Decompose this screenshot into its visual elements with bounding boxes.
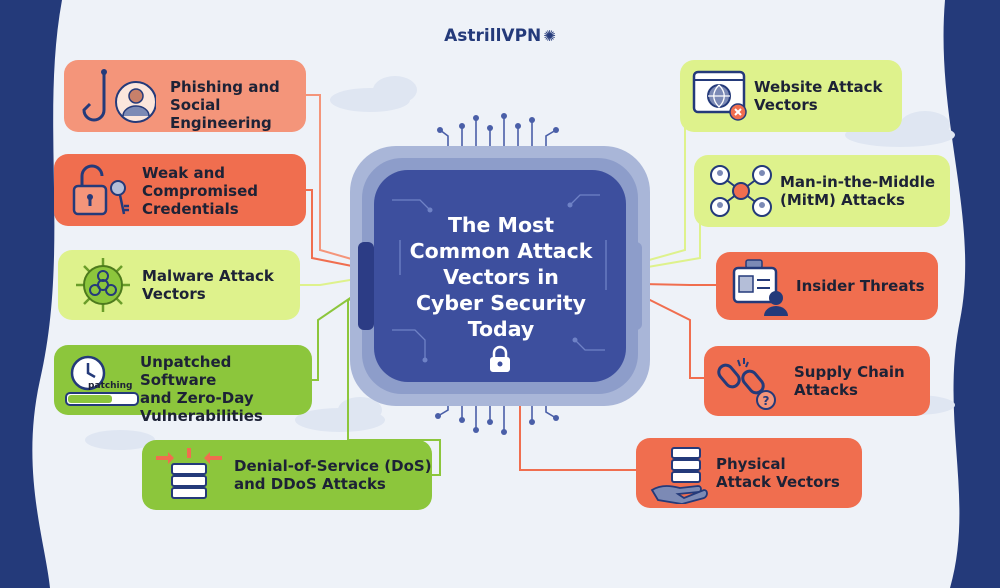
cpu-chip xyxy=(350,146,650,406)
id-badge-icon xyxy=(732,259,788,316)
label-line: Vulnerabilities xyxy=(140,407,263,425)
label-line: Supply Chain xyxy=(794,363,905,381)
label-line: Physical xyxy=(716,455,786,473)
label-line: Attack Vectors xyxy=(716,473,840,491)
right-navy-shape xyxy=(943,0,1000,588)
svg-text:?: ? xyxy=(763,394,770,408)
label-line: Credentials xyxy=(142,200,239,218)
label-line: Website Attack xyxy=(754,78,883,96)
patching-text: patching xyxy=(88,381,133,391)
fishhook-user-icon xyxy=(82,69,156,123)
server-traffic-icon xyxy=(156,448,222,499)
star-icon: ✺ xyxy=(543,27,556,45)
label-line: Weak and xyxy=(142,164,226,182)
card-dos: Denial-of-Service (DoS) and DDoS Attacks xyxy=(142,440,432,510)
broken-chain-icon: ? xyxy=(717,358,776,410)
brand-logo: AstrillVPN✺ xyxy=(420,26,580,46)
vector-label: Website Attack Vectors xyxy=(754,78,883,114)
patching-clock-icon xyxy=(65,355,139,406)
center-title-line: Cyber Security xyxy=(416,291,586,315)
vector-label: Supply Chain Attacks xyxy=(794,363,905,399)
label-line: Insider Threats xyxy=(796,277,925,295)
card-unpatched: patching Unpatched Software and Zero-Day… xyxy=(54,345,312,425)
brand-name: AstrillVPN xyxy=(444,26,542,46)
biohazard-virus-icon xyxy=(76,258,130,312)
center-title: The Most Common Attack Vectors in Cyber … xyxy=(395,212,607,342)
hand-server-icon xyxy=(650,447,708,504)
label-line: Vectors xyxy=(142,285,206,303)
vector-label: Malware Attack Vectors xyxy=(142,267,274,303)
label-line: Man-in-the-Middle xyxy=(780,173,936,191)
label-line: Malware Attack xyxy=(142,267,274,285)
label-line: Unpatched Software xyxy=(140,353,232,389)
vector-label: Physical Attack Vectors xyxy=(716,455,840,491)
label-line: Denial-of-Service (DoS) xyxy=(234,457,432,475)
center-title-line: Common Attack xyxy=(409,239,593,263)
network-users-icon xyxy=(710,165,772,217)
label-line: Attacks xyxy=(794,381,858,399)
card-phishing: Phishing and Social Engineering xyxy=(64,60,306,132)
label-line: Compromised xyxy=(142,182,258,200)
vector-label: Denial-of-Service (DoS) and DDoS Attacks xyxy=(234,457,432,493)
vector-label: Insider Threats xyxy=(796,277,925,295)
label-line: Social Engineering xyxy=(170,96,272,132)
card-malware: Malware Attack Vectors xyxy=(58,250,300,320)
card-mitm: Man-in-the-Middle (MitM) Attacks xyxy=(694,155,950,227)
vector-label: Weak and Compromised Credentials xyxy=(142,164,258,218)
open-padlock-keys-icon xyxy=(72,164,129,216)
center-title-line: The Most xyxy=(447,213,555,237)
center-title-line: Today xyxy=(467,317,535,341)
label-line: (MitM) Attacks xyxy=(780,191,905,209)
padlock-icon xyxy=(490,345,510,372)
card-website: Website Attack Vectors xyxy=(680,60,902,132)
browser-globe-icon xyxy=(692,70,747,121)
card-insider: Insider Threats xyxy=(716,252,938,320)
label-line: Vectors xyxy=(754,96,818,114)
vector-label: Man-in-the-Middle (MitM) Attacks xyxy=(780,173,935,209)
label-line: and Zero-Day xyxy=(140,389,254,407)
card-weak-credentials: Weak and Compromised Credentials xyxy=(54,154,306,226)
center-title-line: Vectors in xyxy=(443,265,559,289)
label-line: Phishing and xyxy=(170,78,280,96)
left-navy-shape xyxy=(0,0,62,588)
card-supply-chain: ? Supply Chain Attacks xyxy=(704,346,930,416)
vector-label: Unpatched Software and Zero-Day Vulnerab… xyxy=(140,353,312,425)
card-physical: Physical Attack Vectors xyxy=(636,438,862,508)
vector-label: Phishing and Social Engineering xyxy=(170,78,306,132)
label-line: and DDoS Attacks xyxy=(234,475,386,493)
